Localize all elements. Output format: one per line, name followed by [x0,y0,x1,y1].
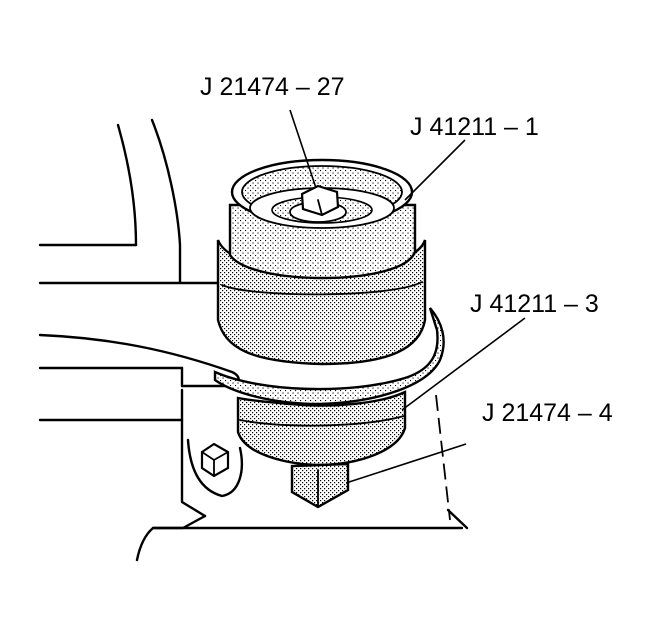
installer-cylinder [236,390,407,467]
pilot-bolt-hex [289,184,347,223]
callout-label-bolt-head: J 21474 – 4 [482,399,613,427]
bushing-ring [213,307,445,406]
leader-bolt-head [345,443,467,484]
side-hex-nut [200,442,230,478]
callout-label-receiver-cup: J 41211 – 1 [410,113,539,141]
leader-installer [401,317,526,411]
leader-lines [289,109,526,484]
leader-receiver-cup [404,139,466,201]
callout-label-pilot-bolt: J 21474 – 27 [200,73,345,101]
frame-structure [38,118,469,562]
bolt-head-hex [290,462,350,509]
leader-pilot-bolt [289,109,317,189]
callout-label-installer: J 41211 – 3 [470,290,599,318]
